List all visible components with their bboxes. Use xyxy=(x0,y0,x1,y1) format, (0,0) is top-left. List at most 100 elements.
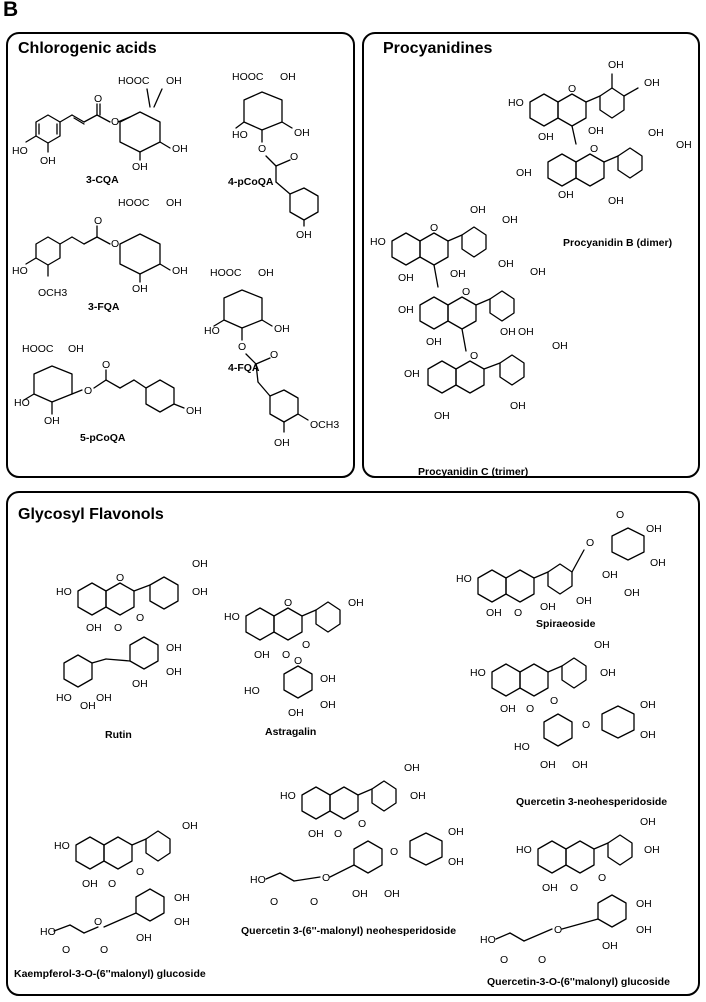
svg-text:OH: OH xyxy=(40,155,56,167)
svg-text:OH: OH xyxy=(470,204,486,216)
svg-text:OH: OH xyxy=(448,856,464,868)
svg-text:O: O xyxy=(590,143,598,155)
svg-text:OH: OH xyxy=(404,368,420,380)
svg-text:OH: OH xyxy=(288,707,304,719)
svg-text:OH: OH xyxy=(426,336,442,348)
svg-text:HO: HO xyxy=(12,265,28,277)
atom-o: O xyxy=(94,93,102,105)
svg-text:HO: HO xyxy=(56,692,72,704)
svg-text:O: O xyxy=(570,882,578,894)
svg-text:O: O xyxy=(258,143,266,155)
svg-text:O: O xyxy=(294,655,302,667)
compound-label-quercetin-malonyl-neohesperidoside: Quercetin 3-(6''-malonyl) neohesperidosi… xyxy=(241,925,457,937)
glycosyl-flavonols-panel xyxy=(6,491,700,996)
svg-text:HO: HO xyxy=(280,790,296,802)
svg-text:OH: OH xyxy=(80,700,96,712)
svg-text:OH: OH xyxy=(640,816,656,828)
svg-text:HO: HO xyxy=(40,926,56,938)
svg-text:OH: OH xyxy=(348,597,364,609)
svg-text:HO: HO xyxy=(516,844,532,856)
svg-text:OH: OH xyxy=(166,642,182,654)
svg-text:OH: OH xyxy=(404,762,420,774)
svg-text:OH: OH xyxy=(174,892,190,904)
svg-text:OH: OH xyxy=(96,692,112,704)
svg-text:OH: OH xyxy=(448,826,464,838)
svg-text:OH: OH xyxy=(558,189,574,201)
svg-text:O: O xyxy=(582,719,590,731)
compound-label-procyanidin-c: Procyanidin C (trimer) xyxy=(418,466,529,478)
svg-text:O: O xyxy=(84,385,92,397)
svg-text:O: O xyxy=(111,116,119,128)
svg-text:OH: OH xyxy=(510,400,526,412)
svg-text:O: O xyxy=(136,612,144,624)
svg-text:HO: HO xyxy=(232,129,248,141)
svg-text:OH: OH xyxy=(398,304,414,316)
svg-text:HO: HO xyxy=(456,573,472,585)
svg-text:OH: OH xyxy=(624,587,640,599)
svg-text:OH: OH xyxy=(68,343,84,355)
compound-label-4-fqa: 4-FQA xyxy=(228,362,260,374)
svg-text:OH: OH xyxy=(172,265,188,277)
svg-text:HO: HO xyxy=(54,840,70,852)
procyanidines-title: Procyanidines xyxy=(383,40,493,57)
svg-text:O: O xyxy=(470,350,478,362)
svg-text:OH: OH xyxy=(516,167,532,179)
svg-text:OH: OH xyxy=(294,127,310,139)
svg-text:OH: OH xyxy=(166,75,182,87)
svg-text:O: O xyxy=(550,695,558,707)
svg-text:OH: OH xyxy=(640,729,656,741)
svg-text:OH: OH xyxy=(434,410,450,422)
svg-text:OH: OH xyxy=(384,888,400,900)
svg-text:OH: OH xyxy=(602,569,618,581)
svg-text:O: O xyxy=(526,703,534,715)
svg-text:OH: OH xyxy=(410,790,426,802)
svg-text:HOOC: HOOC xyxy=(232,71,264,83)
svg-text:O: O xyxy=(102,359,110,371)
svg-text:OH: OH xyxy=(450,268,466,280)
svg-text:OH: OH xyxy=(274,323,290,335)
svg-text:O: O xyxy=(334,828,342,840)
svg-text:OH: OH xyxy=(502,214,518,226)
svg-text:OH: OH xyxy=(538,131,554,143)
svg-text:OH: OH xyxy=(320,673,336,685)
svg-text:O: O xyxy=(136,866,144,878)
glycosyl-flavonols-title: Glycosyl Flavonols xyxy=(18,506,164,523)
svg-text:HO: HO xyxy=(244,685,260,697)
svg-text:OH: OH xyxy=(518,326,534,338)
svg-text:OH: OH xyxy=(172,143,188,155)
compound-label-kaempferol-malonyl-glucoside: Kaempferol-3-O-(6''malonyl) glucoside xyxy=(14,968,206,980)
compound-label-rutin: Rutin xyxy=(105,729,132,741)
compound-label-quercetin-malonyl-glucoside: Quercetin-3-O-(6''malonyl) glucoside xyxy=(487,976,670,988)
svg-text:O: O xyxy=(358,818,366,830)
compound-label-4-pcoqa: 4-pCoQA xyxy=(228,176,274,188)
compound-label-astragalin: Astragalin xyxy=(265,726,317,738)
svg-text:OH: OH xyxy=(530,266,546,278)
svg-text:HO: HO xyxy=(12,145,28,157)
svg-text:O: O xyxy=(238,341,246,353)
svg-text:OH: OH xyxy=(398,272,414,284)
compound-label-3-fqa: 3-FQA xyxy=(88,301,120,313)
compound-label-procyanidin-b: Procyanidin B (dimer) xyxy=(563,237,673,249)
svg-text:OH: OH xyxy=(274,437,290,449)
svg-text:OH: OH xyxy=(572,759,588,771)
svg-text:O: O xyxy=(282,649,290,661)
svg-text:O: O xyxy=(390,846,398,858)
svg-text:HO: HO xyxy=(14,397,30,409)
svg-text:HO: HO xyxy=(514,741,530,753)
svg-text:OH: OH xyxy=(192,558,208,570)
svg-text:O: O xyxy=(290,151,298,163)
svg-text:OH: OH xyxy=(258,267,274,279)
svg-text:HO: HO xyxy=(204,325,220,337)
svg-text:OH: OH xyxy=(540,759,556,771)
svg-text:OH: OH xyxy=(542,882,558,894)
svg-text:OCH3: OCH3 xyxy=(310,419,339,431)
chlorogenic-acids-panel xyxy=(6,32,355,478)
svg-text:OH: OH xyxy=(174,916,190,928)
svg-text:OH: OH xyxy=(82,878,98,890)
